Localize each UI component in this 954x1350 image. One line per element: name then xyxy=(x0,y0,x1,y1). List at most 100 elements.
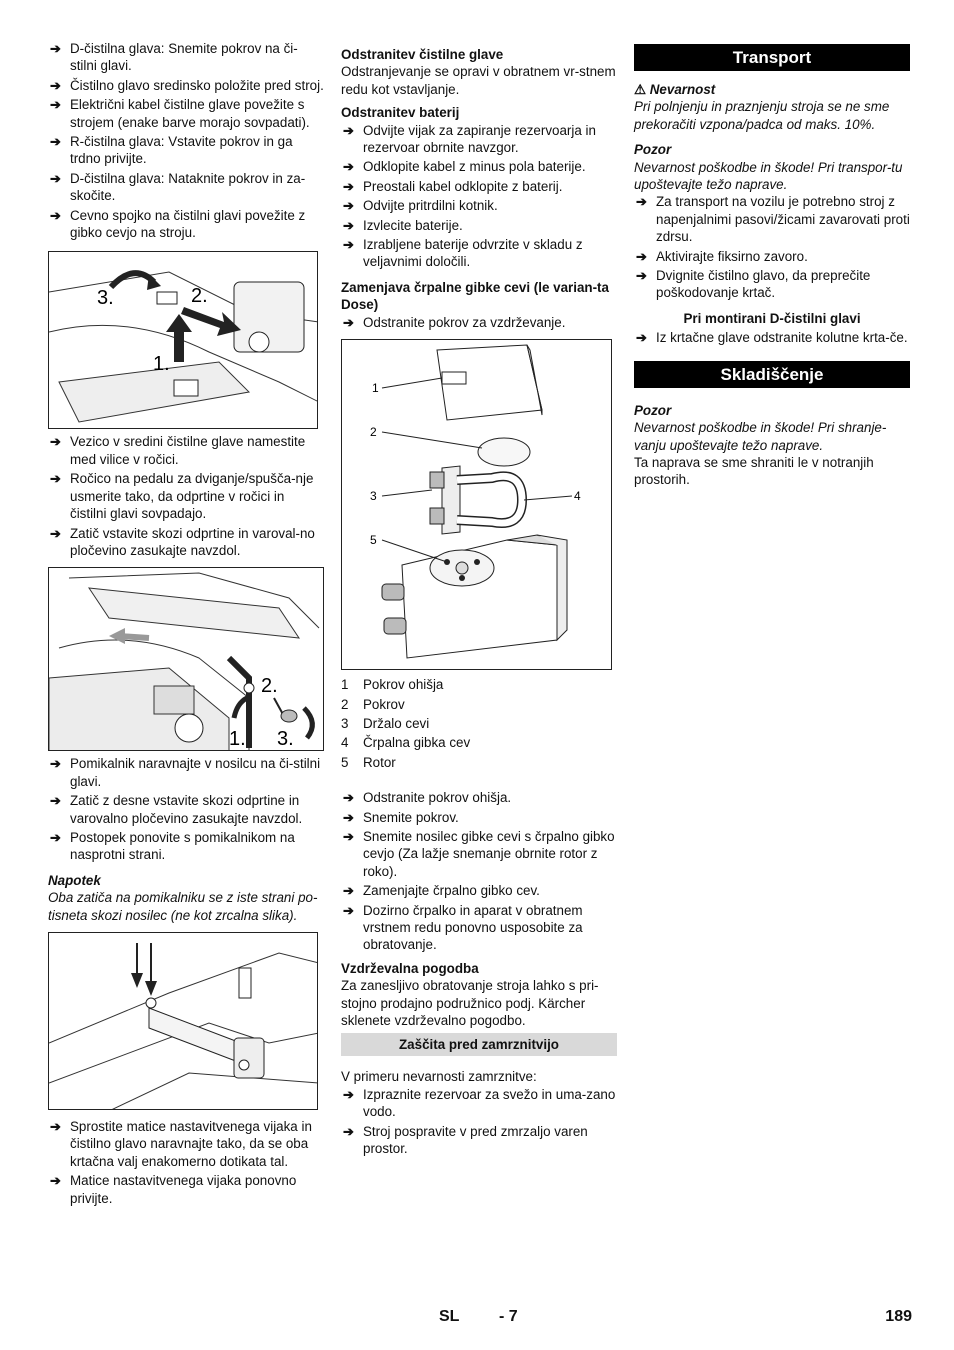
paragraph: V primeru nevarnosti zamrznitve: xyxy=(341,1069,537,1085)
arrow-icon: ➔ xyxy=(343,1086,354,1102)
list-item: ➔Zatič vstavite skozi odprtine in varova… xyxy=(50,525,315,558)
arrow-icon: ➔ xyxy=(636,268,647,284)
heading-maintenance-contract: Vzdrževalna pogodba xyxy=(341,960,479,976)
steps-b: ➔Vezico v sredini čistilne glave namesti… xyxy=(48,433,324,559)
arrow-icon: ➔ xyxy=(50,77,61,93)
list-item: ➔Snemite pokrov. xyxy=(343,809,459,825)
section-bar-frost: Zaščita pred zamrznitvijo xyxy=(341,1033,617,1057)
arrow-icon: ➔ xyxy=(343,790,354,806)
list-item: ➔Stroj pospravite v pred zmrzaljo varen … xyxy=(343,1123,588,1157)
paragraph: Ta naprava se sme shraniti le v notranji… xyxy=(634,454,874,488)
list-item: ➔R-čistilna glava: Vstavite pokrov in ga… xyxy=(50,134,293,167)
arrow-icon: ➔ xyxy=(636,248,647,264)
figure-adjusting-screw xyxy=(48,931,318,1110)
steps-frost: ➔Izpraznite rezervoar za svežo in uma-za… xyxy=(341,1086,617,1158)
steps-hose: ➔Odstranite pokrov ohišja. ➔Snemite pokr… xyxy=(341,789,617,954)
heading-remove-batteries: Odstranitev baterij xyxy=(341,105,460,121)
arrow-icon: ➔ xyxy=(50,525,61,541)
steps-a: ➔D-čistilna glava: Snemite pokrov na či-… xyxy=(48,40,324,241)
arrow-icon: ➔ xyxy=(343,198,354,214)
arrow-icon: ➔ xyxy=(343,314,354,330)
paragraph: Odstranjevanje se opravi v obratnem vr-s… xyxy=(341,64,616,97)
caution-title: Pozor xyxy=(634,402,672,418)
list-item: ➔Odvijte vijak za zapiranje rezervoarja … xyxy=(343,122,596,156)
callout-number: 2 xyxy=(370,425,377,439)
step-label: 2. xyxy=(191,285,208,307)
heading-replace-hose: Zamenjava črpalne gibke cevi (le varian-… xyxy=(341,279,609,313)
arrow-icon: ➔ xyxy=(343,122,354,138)
step-label: 1. xyxy=(229,728,246,750)
arrow-icon: ➔ xyxy=(636,194,647,210)
callout-number: 5 xyxy=(370,533,377,547)
arrow-icon: ➔ xyxy=(343,1123,354,1139)
language-code: SL xyxy=(439,1308,460,1325)
danger-heading: ⚠ Nevarnost xyxy=(634,82,716,97)
list-item: ➔D-čistilna glava: Nataknite pokrov in z… xyxy=(50,170,306,204)
list-item: ➔Izrabljene baterije odvrzite v skladu z… xyxy=(343,237,583,270)
section-bar-transport: Transport xyxy=(634,44,910,71)
arrow-icon: ➔ xyxy=(50,793,61,809)
arrow-icon: ➔ xyxy=(50,1118,61,1134)
callout-number: 1 xyxy=(372,381,379,395)
step-label: 2. xyxy=(261,675,278,697)
arrow-icon: ➔ xyxy=(343,217,354,233)
list-item: ➔Odstranite pokrov za vzdrževanje. xyxy=(343,314,566,330)
list-item: ➔Dozirno črpalko in aparat v obratnem vr… xyxy=(343,902,583,953)
list-item: ➔Postopek ponovite s pomikalnikom na nas… xyxy=(50,829,295,863)
list-item: ➔Odvijte pritrdilni kotnik. xyxy=(343,198,498,214)
callout-number: 3 xyxy=(370,489,377,503)
list-item: ➔Izvlecite baterije. xyxy=(343,217,463,233)
step-label: 3. xyxy=(97,287,114,309)
arrow-icon: ➔ xyxy=(343,178,354,194)
list-item: ➔D-čistilna glava: Snemite pokrov na či-… xyxy=(50,41,298,74)
arrow-icon: ➔ xyxy=(50,41,61,56)
steps-transport: ➔Za transport na vozilu je potrebno stro… xyxy=(634,193,910,301)
arrow-icon: ➔ xyxy=(50,434,61,450)
list-item: ➔Sprostite matice nastavitvenega vijaka … xyxy=(50,1118,312,1169)
figure-pump-exploded: 1 2 3 4 5 xyxy=(341,339,612,671)
list-item: ➔Električni kabel čistilne glave povežit… xyxy=(50,97,310,130)
arrow-icon: ➔ xyxy=(343,883,354,899)
list-item: ➔Preostali kabel odklopite z baterij. xyxy=(343,178,563,194)
subheading-d-head: Pri montirani D-čistilni glavi xyxy=(683,310,861,326)
column-left: ➔D-čistilna glava: Snemite pokrov na či-… xyxy=(48,40,324,1209)
figure-brush-head-cover: 1. 2. 3. xyxy=(48,251,318,430)
step-label: 1. xyxy=(153,353,170,375)
heading-remove-brush-head: Odstranitev čistilne glave xyxy=(341,47,504,62)
list-item: ➔Pomikalnik naravnajte v nosilcu na či-s… xyxy=(50,756,321,789)
step-label: 3. xyxy=(277,728,294,750)
arrow-icon: ➔ xyxy=(50,207,61,223)
list-item: ➔Aktivirajte fiksirno zavoro. xyxy=(636,248,808,264)
arrow-icon: ➔ xyxy=(343,902,354,918)
list-item: ➔Odklopite kabel z minus pola baterije. xyxy=(343,159,586,175)
steps-d: ➔Sprostite matice nastavitvenega vijaka … xyxy=(48,1118,324,1207)
caution-text: Nevarnost poškodbe in škode! Pri transpo… xyxy=(634,159,903,193)
list-item: ➔Iz krtačne glave odstranite kolutne krt… xyxy=(636,330,908,346)
list-item: ➔Odstranite pokrov ohišja. xyxy=(343,790,512,806)
note-title: Napotek xyxy=(48,872,101,888)
paragraph: Za zanesljivo obratovanje stroja lahko s… xyxy=(341,978,599,1028)
arrow-icon: ➔ xyxy=(50,829,61,845)
arrow-icon: ➔ xyxy=(50,471,61,487)
steps-c: ➔Pomikalnik naravnajte v nosilcu na či-s… xyxy=(48,755,324,863)
callout-number: 4 xyxy=(574,489,581,503)
danger-text: Pri polnjenju in praznjenju stroja se ne… xyxy=(634,99,890,132)
list-item: ➔Vezico v sredini čistilne glave namesti… xyxy=(50,434,306,467)
caution-title: Pozor xyxy=(634,142,672,158)
column-right: Transport ⚠ Nevarnost Pri polnjenju in p… xyxy=(634,40,910,489)
note-text: Oba zatiča na pomikalniku se z iste stra… xyxy=(48,890,318,923)
list-item: ➔Zatič z desne vstavite skozi odprtine i… xyxy=(50,793,303,826)
warning-icon: ⚠ xyxy=(634,82,647,97)
arrow-icon: ➔ xyxy=(50,1173,61,1189)
arrow-icon: ➔ xyxy=(50,97,61,113)
list-item: ➔Ročico na pedalu za dviganje/spušča-nje… xyxy=(50,471,314,522)
arrow-icon: ➔ xyxy=(343,828,354,844)
figure-lever-pin: 2. 1. 3. xyxy=(48,567,324,752)
arrow-icon: ➔ xyxy=(636,330,647,346)
arrow-icon: ➔ xyxy=(343,237,354,253)
local-page-number: - 7 xyxy=(499,1308,518,1325)
